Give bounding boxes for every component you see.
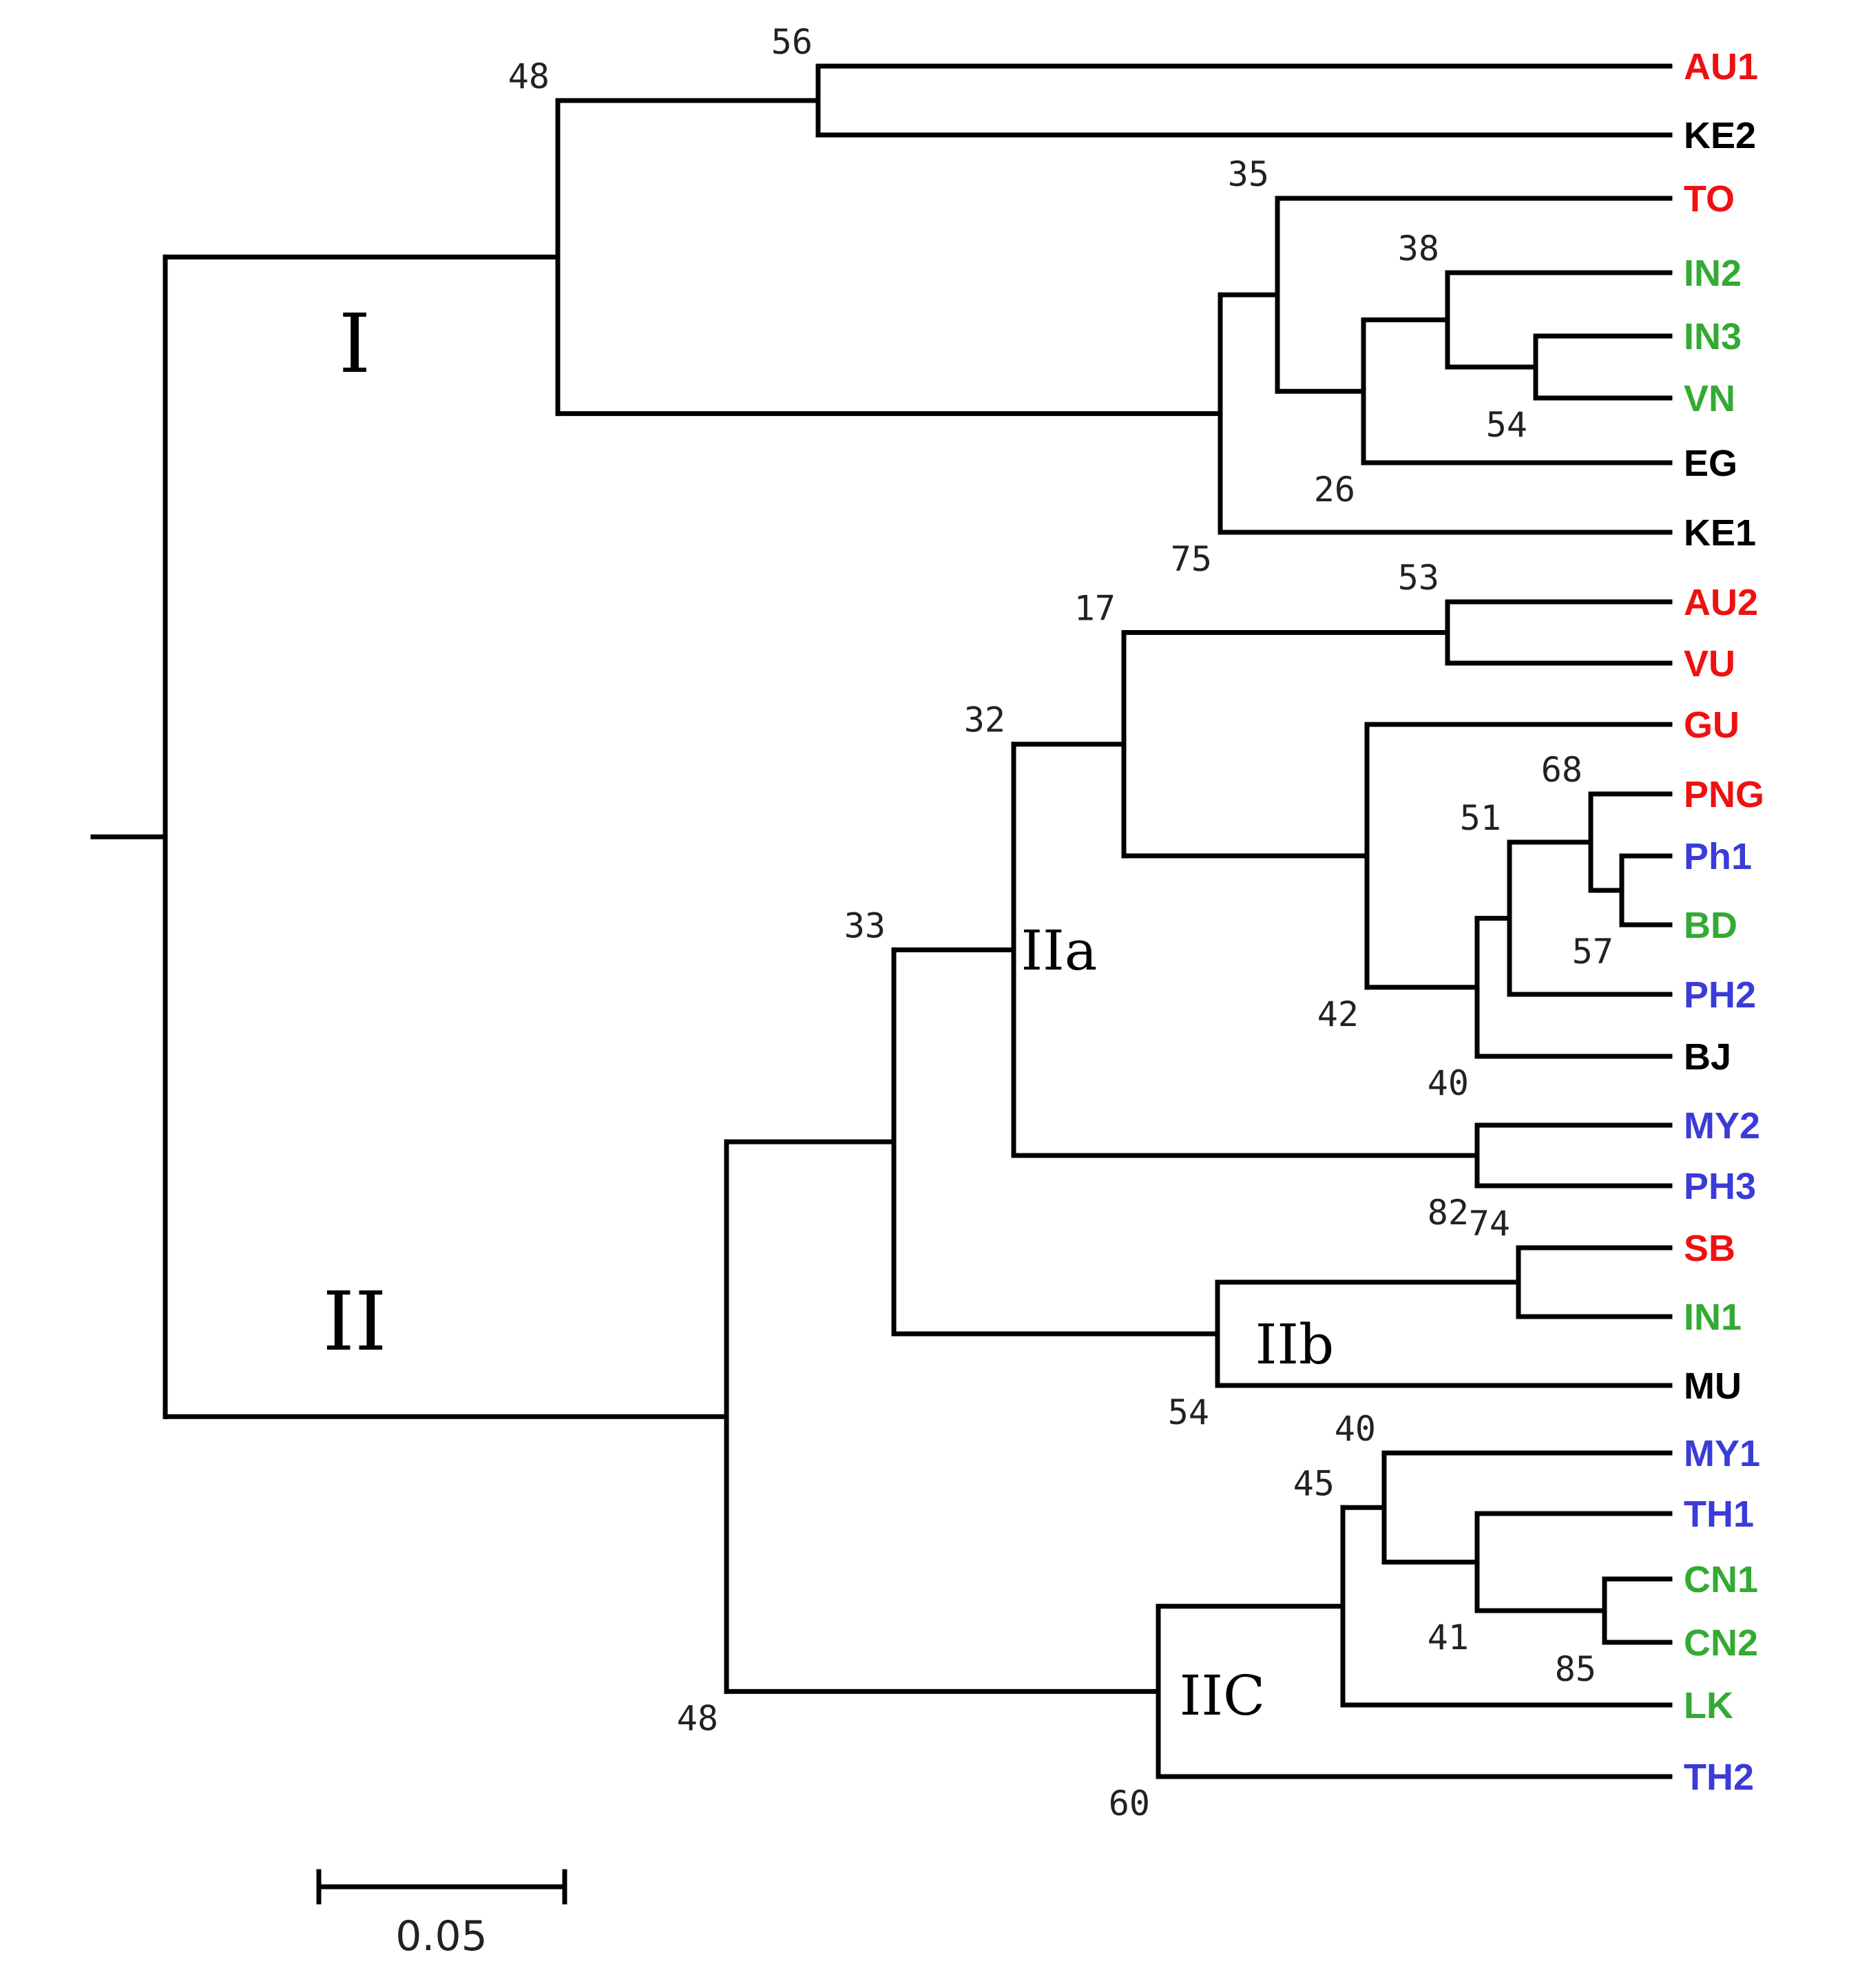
bootstrap-value: 60 [1109,1783,1150,1823]
tip-label-au1: AU1 [1684,46,1758,87]
bootstrap-value: 48 [508,56,550,96]
bootstrap-value: 48 [677,1698,718,1738]
tip-label-au2: AU2 [1684,582,1758,623]
tip-label-ph3: PH3 [1684,1166,1756,1207]
bootstrap-value: 41 [1428,1618,1469,1657]
bootstrap-value: 68 [1541,750,1582,790]
clade-iib-label: IIb [1255,1312,1334,1377]
tip-label-cn2: CN2 [1684,1622,1758,1664]
tip-label-vn: VN [1684,378,1735,419]
bootstrap-value: 33 [844,906,886,945]
bootstrap-value: 82 [1428,1193,1469,1233]
clade-iia-label: IIa [1021,919,1098,983]
tip-label-lk: LK [1684,1685,1733,1726]
bootstrap-value: 74 [1469,1204,1510,1244]
tip-label-my2: MY2 [1684,1105,1760,1147]
bootstrap-value: 53 [1398,558,1439,598]
bootstrap-value: 54 [1168,1392,1209,1432]
tip-label-th1: TH1 [1684,1494,1754,1535]
clade-iic-label: IIC [1180,1664,1265,1728]
clade-i-label: I [339,296,371,391]
tip-label-cn1: CN1 [1684,1559,1758,1600]
bootstrap-value: 85 [1555,1649,1596,1689]
bootstrap-value: 17 [1074,589,1116,629]
bootstrap-value: 57 [1572,932,1613,972]
scale-bar-line [316,1869,567,1905]
bootstrap-value: 42 [1317,994,1359,1034]
tip-label-in2: IN2 [1684,253,1742,294]
bootstrap-values: 56 54 38 26 35 75 48 53 57 68 51 40 42 17 82 32 74 54 33 85… [508,22,1613,1823]
clade-ii-label: II [322,1274,386,1369]
tip-label-eg: EG [1684,443,1737,484]
tip-label-ph2: PH2 [1684,974,1756,1016]
bootstrap-value: 54 [1486,405,1527,445]
tip-label-to: TO [1684,178,1735,220]
tip-label-my1: MY1 [1684,1433,1760,1474]
tip-label-png: PNG [1684,774,1764,815]
bootstrap-value: 32 [964,700,1005,740]
tip-label-ph1: Ph1 [1684,836,1752,877]
tip-label-ke2: KE2 [1684,115,1756,156]
scale-bar: 0.05 [316,1869,567,1960]
bootstrap-value: 38 [1398,229,1439,269]
tip-label-in1: IN1 [1684,1297,1742,1338]
tip-label-vu: VU [1684,643,1735,684]
tree-branches [90,63,1673,1779]
bootstrap-value: 35 [1228,154,1269,194]
tip-label-gu: GU [1684,704,1740,746]
tip-label-bd: BD [1684,905,1737,946]
tip-label-bj: BJ [1684,1036,1731,1078]
bootstrap-value: 26 [1314,470,1355,510]
bootstrap-value: 40 [1335,1409,1376,1449]
bootstrap-value: 40 [1428,1063,1469,1103]
bootstrap-value: 45 [1293,1463,1335,1503]
tip-label-mu: MU [1684,1366,1742,1407]
tip-label-th2: TH2 [1684,1757,1754,1798]
bootstrap-value: 56 [771,22,813,62]
scale-bar-label: 0.05 [395,1912,488,1960]
tip-label-ke1: KE1 [1684,512,1756,554]
tip-label-in3: IN3 [1684,316,1742,357]
bootstrap-value: 75 [1171,539,1212,579]
bootstrap-value: 51 [1460,798,1501,838]
tip-label-sb: SB [1684,1228,1735,1269]
